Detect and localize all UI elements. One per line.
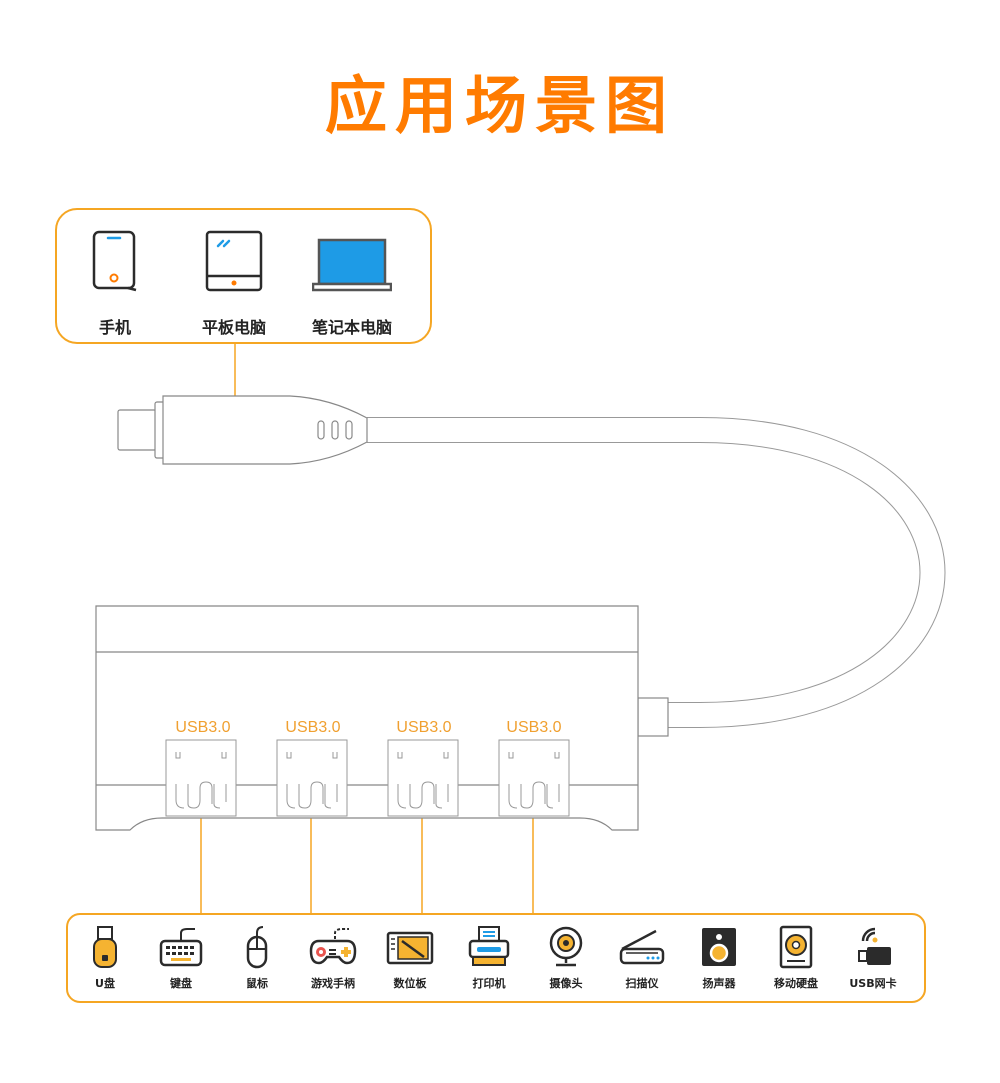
host-label-laptop: 笔记本电脑	[311, 318, 392, 337]
device-drawing-tablet: 数位板	[372, 925, 448, 991]
device-scanner: 扫描仪	[604, 925, 680, 991]
scanner-icon	[619, 929, 665, 965]
device-label: U盘	[95, 977, 115, 990]
drawing-tablet-icon	[386, 931, 434, 965]
device-label: USB网卡	[849, 977, 897, 990]
usb-port-2	[276, 739, 348, 817]
speaker-icon	[702, 928, 736, 966]
device-label: 移动硬盘	[774, 977, 818, 990]
cable-body	[367, 418, 945, 727]
device-label: 摄像头	[549, 977, 583, 990]
keyboard-icon	[159, 928, 203, 967]
tablet-icon	[205, 230, 263, 296]
device-label: 扫描仪	[625, 977, 659, 990]
printer-icon	[468, 926, 510, 966]
port-label-3: USB3.0	[396, 719, 452, 736]
device-keyboard: 键盘	[143, 925, 219, 991]
mouse-icon	[246, 926, 268, 969]
usb-port-3	[387, 739, 459, 817]
webcam-icon	[549, 926, 583, 967]
device-label: 扬声器	[702, 977, 736, 990]
device-mouse: 鼠标	[219, 925, 295, 991]
device-label: 鼠标	[246, 977, 268, 990]
usb-port-4	[498, 739, 570, 817]
device-label: 游戏手柄	[311, 977, 355, 990]
host-label-phone: 手机	[98, 318, 131, 337]
device-label: 键盘	[170, 977, 192, 990]
wifi-adapter-icon	[858, 927, 891, 965]
device-label: 打印机	[472, 977, 506, 990]
usb-drive-icon	[93, 926, 117, 968]
device-speaker: 扬声器	[681, 925, 757, 991]
usb-port-1	[165, 739, 237, 817]
port-label-1: USB3.0	[175, 719, 231, 736]
usb-c-plug	[117, 395, 368, 465]
port-label-2: USB3.0	[285, 719, 341, 736]
host-label-tablet: 平板电脑	[201, 318, 266, 337]
device-gamepad: 游戏手柄	[295, 925, 371, 991]
device-hard-drive: 移动硬盘	[758, 925, 834, 991]
gamepad-icon	[309, 928, 357, 965]
device-printer: 打印机	[451, 925, 527, 991]
device-label: 数位板	[393, 977, 427, 990]
device-wifi-adapter: USB网卡	[835, 925, 911, 991]
laptop-icon	[311, 238, 393, 298]
page-title: 应用场景图	[324, 69, 675, 142]
phone-icon	[92, 230, 138, 296]
hard-drive-icon	[779, 925, 813, 969]
port-label-4: USB3.0	[506, 719, 562, 736]
device-webcam: 摄像头	[528, 925, 604, 991]
device-usb-drive: U盘	[67, 925, 143, 991]
